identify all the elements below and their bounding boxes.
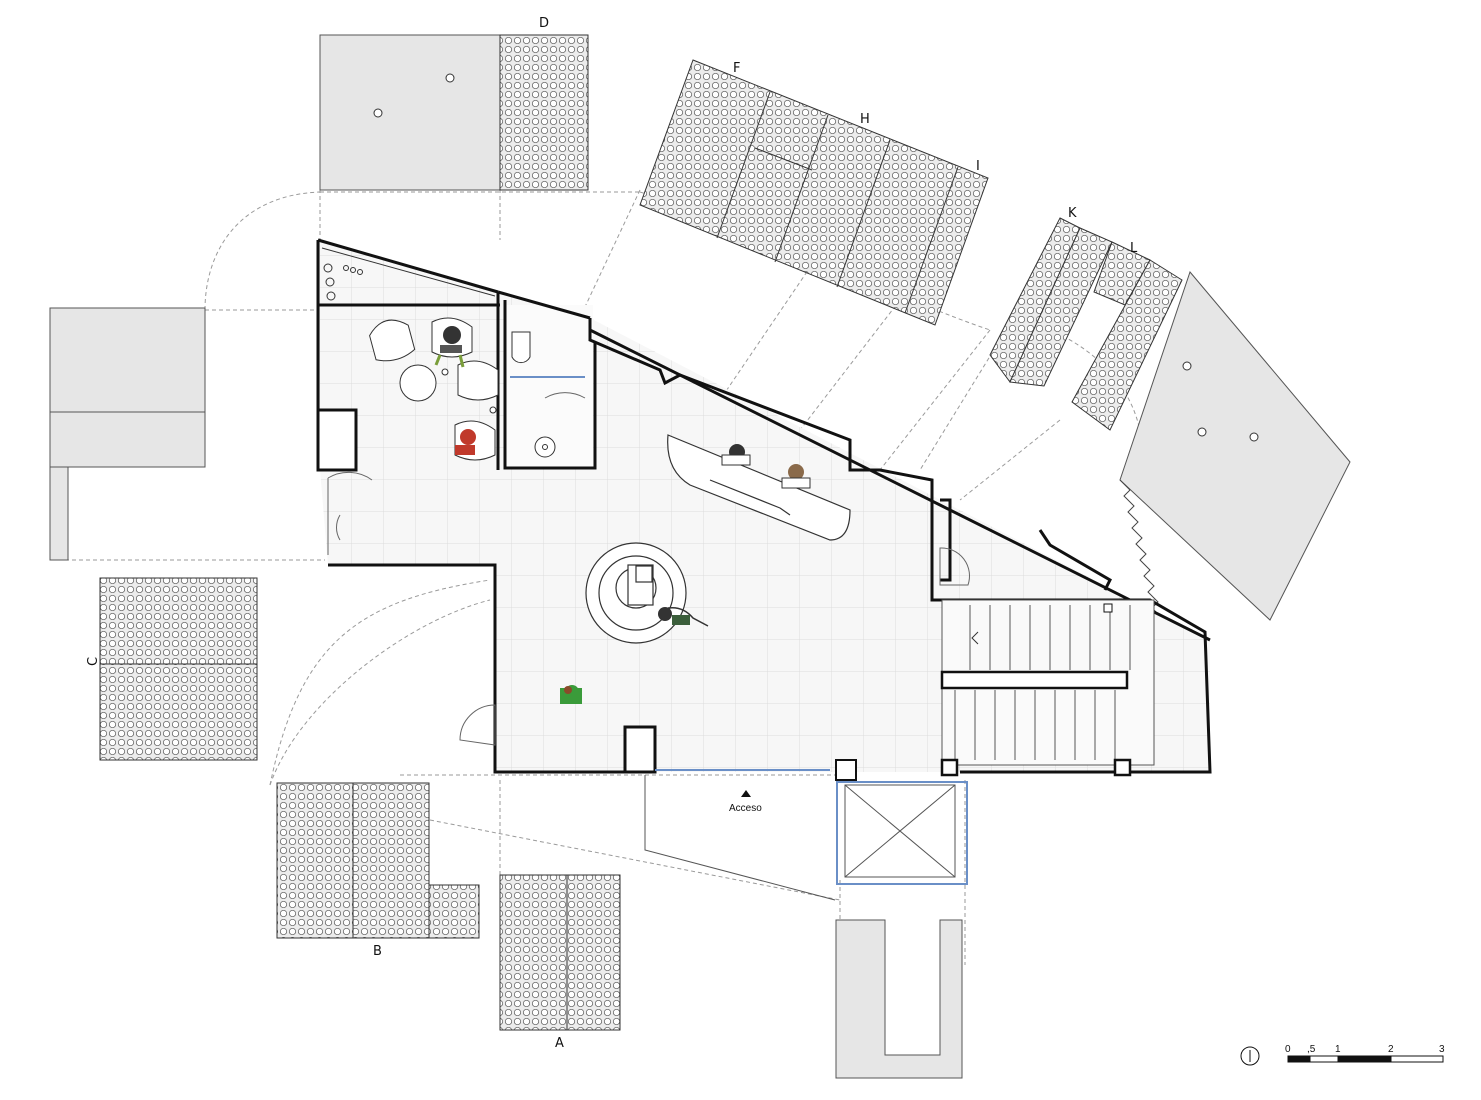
toilet-icon <box>511 331 531 364</box>
label-l: L <box>1130 241 1138 256</box>
scale-tick-1: 1 <box>1335 1044 1341 1055</box>
panel-k2 <box>1009 227 1113 387</box>
panel-d <box>499 34 589 191</box>
panel-b-3 <box>428 884 480 939</box>
label-k: K <box>1068 206 1077 221</box>
people <box>434 326 811 704</box>
panel-l-2 <box>1071 259 1183 431</box>
scale-tick-2: 2 <box>1388 1044 1394 1055</box>
label-d: D <box>539 16 549 31</box>
label-b: B <box>373 944 382 959</box>
person-lounge-red <box>455 429 476 455</box>
panel-fhi <box>639 59 989 326</box>
north-indicator-icon <box>1240 1046 1260 1066</box>
entrance-label: Acceso <box>729 803 762 814</box>
storage-shelf <box>321 247 496 301</box>
block-west-post <box>49 466 69 561</box>
solid-blocks <box>49 34 1351 1079</box>
block-east-stair <box>1119 270 1351 621</box>
panel-b-1 <box>276 782 354 939</box>
main-stair <box>940 599 1155 777</box>
glazing <box>510 376 968 885</box>
block-d-solid <box>319 34 501 191</box>
door-swings <box>327 392 970 746</box>
panel-a-1 <box>499 874 568 1031</box>
paving-panels <box>99 34 1183 1031</box>
block-west-upper <box>49 307 206 413</box>
label-a: A <box>555 1036 564 1051</box>
person-desk-1 <box>721 444 751 466</box>
label-h: H <box>860 112 870 127</box>
scale-bar <box>1287 1055 1444 1063</box>
armchair-3 <box>457 360 499 401</box>
coffee-table <box>399 364 437 402</box>
label-i: I <box>976 159 980 174</box>
person-lounge-reading <box>434 326 465 368</box>
person-green <box>560 685 582 704</box>
toilet-fixtures <box>511 331 556 458</box>
info-kiosk <box>585 542 687 644</box>
armchair-1 <box>369 319 416 362</box>
block-west-lower <box>49 411 206 468</box>
lift-shaft <box>835 759 956 878</box>
label-c: C <box>86 657 101 666</box>
panel-c-bottom <box>99 663 258 761</box>
entrance-arrow-icon <box>741 790 751 797</box>
reception-desk <box>667 434 851 541</box>
panel-a-2 <box>566 874 621 1031</box>
scale-tick-0: 0 <box>1285 1044 1291 1055</box>
person-desk-2 <box>781 464 811 489</box>
label-f: F <box>733 61 740 76</box>
solid-block-dots <box>373 73 1259 442</box>
person-kiosk <box>658 606 709 627</box>
panel-c-top <box>99 577 258 665</box>
scale-tick-3: 3 <box>1439 1044 1445 1055</box>
panel-b-2 <box>352 782 430 939</box>
scale-tick-half: ,5 <box>1307 1044 1316 1055</box>
block-south <box>835 919 963 1079</box>
entrance-ramp <box>644 775 836 901</box>
